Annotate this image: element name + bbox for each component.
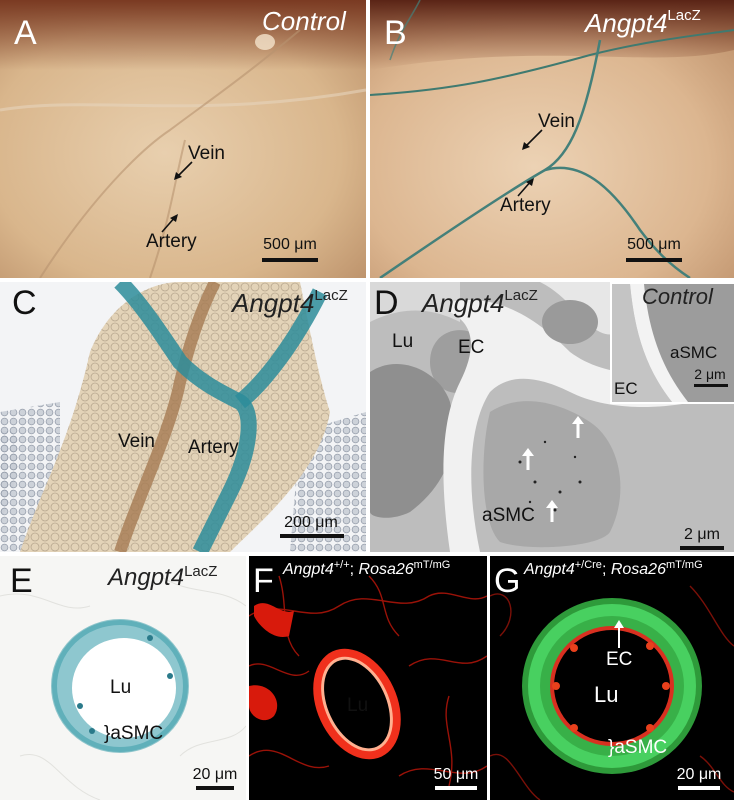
- vein-arrow-icon: [174, 161, 193, 180]
- panel-d-inset-title: Control: [642, 284, 713, 309]
- panel-e-asmc-label: }aSMC: [104, 723, 164, 744]
- panel-b-title: Angpt4LacZ: [585, 7, 701, 38]
- panel-g-scale-bar: [678, 786, 720, 790]
- panel-d-inset-asmc-label: aSMC: [670, 343, 718, 362]
- panel-f-scale-bar: [435, 786, 477, 790]
- panel-c-title: Angpt4LacZ: [232, 287, 348, 318]
- panel-b-scale-label: 500 μm: [627, 236, 681, 253]
- panel-d-inset-image: [612, 284, 734, 402]
- up-arrow-icon: [614, 620, 624, 648]
- vein-arrow-icon: [522, 129, 543, 150]
- panel-d-inset-scale-bar: [694, 384, 728, 387]
- panel-c: C Angpt4LacZ Vein Artery 200 μm: [0, 282, 366, 552]
- panel-d-lu-label: Lu: [392, 331, 414, 352]
- panel-d-inset-scale-label: 2 μm: [694, 366, 726, 382]
- panel-d: Control aSMC EC 2 μm D Angpt4LacZ Lu EC …: [370, 282, 734, 552]
- panel-e-image: [0, 556, 246, 800]
- panel-d-ec-label: EC: [458, 337, 485, 358]
- panel-c-scale-bar: [280, 534, 344, 538]
- panel-e-lu-label: Lu: [110, 677, 132, 698]
- panel-d-title: Angpt4LacZ: [422, 287, 538, 318]
- panel-b-letter: B: [384, 14, 407, 52]
- panel-e: E Angpt4LacZ Lu }aSMC 20 μm: [0, 556, 246, 800]
- panel-a-title: Control: [262, 6, 346, 36]
- panel-b-vein-label: Vein: [538, 111, 575, 132]
- panel-a-scale-bar: [262, 258, 318, 262]
- panel-f-lu-label: Lu: [347, 695, 369, 716]
- panel-f-scale-label: 50 μm: [433, 766, 479, 783]
- panel-e-letter: E: [10, 562, 33, 600]
- artery-arrow-icon: [517, 178, 534, 197]
- panel-e-scale-label: 20 μm: [192, 766, 238, 783]
- panel-g-scale-label: 20 μm: [676, 766, 722, 783]
- panel-d-scale-label: 2 μm: [684, 526, 720, 543]
- panel-g-image: [490, 556, 734, 800]
- panel-e-scale-bar: [196, 786, 234, 790]
- panel-g-lu-label: Lu: [594, 682, 619, 707]
- panel-f-letter: F: [253, 562, 274, 600]
- panel-a-letter: A: [14, 14, 37, 52]
- up-arrow-icon: [572, 416, 584, 438]
- up-arrow-icon: [546, 500, 558, 522]
- panel-f-image: [249, 556, 487, 800]
- panel-b-artery-label: Artery: [500, 195, 551, 216]
- panel-e-title: Angpt4LacZ: [108, 563, 218, 591]
- panel-g-ec-label: EC: [606, 649, 633, 670]
- panel-c-artery-label: Artery: [188, 437, 239, 458]
- panel-d-inset-ec-label: EC: [614, 379, 638, 398]
- panel-g-letter: G: [494, 562, 521, 600]
- panel-a-image: [0, 0, 366, 278]
- panel-d-asmc-label: aSMC: [482, 505, 535, 526]
- panel-g: G Angpt4+/Cre; Rosa26mT/mG EC Lu }aSMC 2…: [490, 556, 734, 800]
- up-arrow-icon: [522, 448, 534, 470]
- panel-d-letter: D: [374, 284, 399, 322]
- panel-g-asmc-label: }aSMC: [608, 737, 668, 758]
- panel-g-title: Angpt4+/Cre; Rosa26mT/mG: [524, 559, 703, 578]
- panel-c-scale-label: 200 μm: [284, 514, 338, 531]
- panel-c-image: [0, 282, 366, 552]
- panel-a-vein-label: Vein: [188, 143, 225, 164]
- panel-b-image: [370, 0, 734, 278]
- panel-f-title: Angpt4+/+; Rosa26mT/mG: [283, 559, 451, 578]
- panel-a: A Control Vein Artery 500 μm: [0, 0, 366, 278]
- panel-a-artery-label: Artery: [146, 231, 197, 252]
- panel-a-scale-label: 500 μm: [263, 236, 317, 253]
- panel-f: F Angpt4+/+; Rosa26mT/mG Lu 50 μm: [249, 556, 487, 800]
- panel-d-inset: Control aSMC EC 2 μm: [610, 282, 734, 404]
- panel-c-letter: C: [12, 284, 37, 322]
- artery-arrow-icon: [161, 214, 178, 233]
- panel-c-vein-label: Vein: [118, 431, 155, 452]
- panel-b: B Angpt4LacZ Vein Artery 500 μm: [370, 0, 734, 278]
- panel-d-scale-bar: [680, 546, 724, 550]
- panel-b-scale-bar: [626, 258, 682, 262]
